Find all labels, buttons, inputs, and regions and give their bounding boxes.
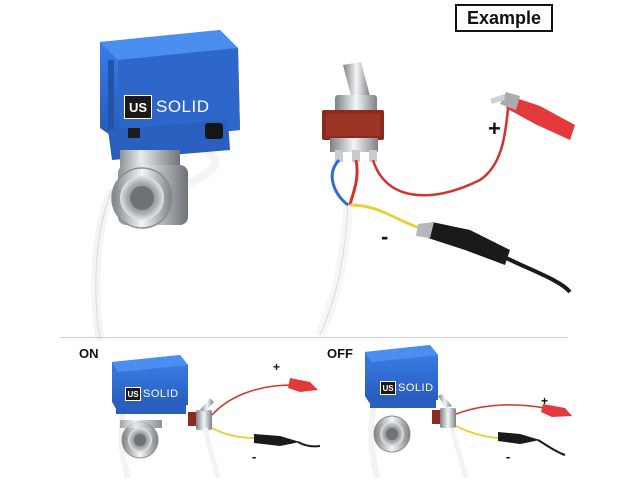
brand-logo-off: US SOLID: [380, 381, 434, 395]
black-alligator-clip: [416, 222, 510, 265]
brand-name: SOLID: [143, 388, 179, 400]
toggle-switch: [322, 62, 384, 162]
minus-label: -: [381, 224, 389, 249]
red-alligator-clip: [490, 92, 575, 140]
wire-red-long: [371, 99, 512, 197]
brand-logo-on: US SOLID: [125, 387, 179, 401]
brand-mark: US: [125, 387, 141, 401]
section-divider: [60, 337, 568, 338]
panel-off-minus-label: -: [506, 449, 511, 464]
cable-main: [315, 204, 353, 338]
panel-off-plus-label: +: [541, 394, 549, 408]
wire-blue: [330, 158, 349, 207]
plus-label: +: [488, 116, 501, 141]
brand-mark: US: [380, 381, 396, 395]
brand-name: SOLID: [398, 382, 434, 394]
wire-red-short: [348, 159, 359, 206]
brand-logo-main: US SOLID: [124, 95, 210, 119]
example-badge: Example: [455, 4, 553, 32]
brand-mark: US: [124, 95, 152, 119]
panel-off-state-label: OFF: [327, 346, 353, 361]
panel-on-minus-label: -: [252, 449, 257, 464]
wire-yellow: [349, 203, 421, 230]
panel-on-state-label: ON: [79, 346, 99, 361]
wire-black: [499, 253, 572, 294]
ball-valve-body: [111, 165, 188, 229]
brand-name: SOLID: [156, 97, 210, 116]
panel-on-plus-label: +: [273, 360, 281, 374]
panel-off-illustration: [365, 345, 572, 479]
panel-on-illustration: [112, 355, 321, 479]
